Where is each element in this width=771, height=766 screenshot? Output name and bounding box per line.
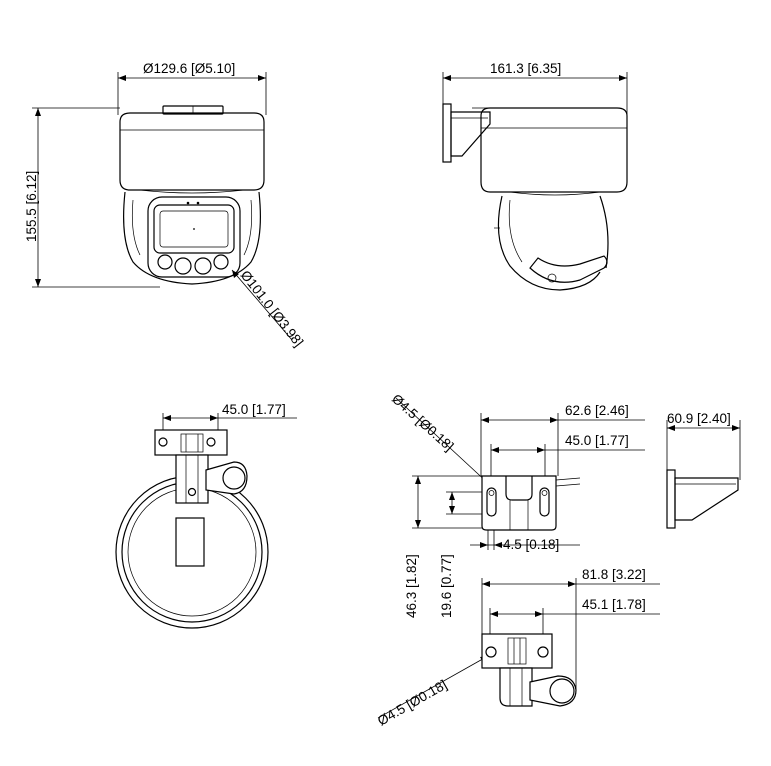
label-bracket-hole-dia: Ø4.5 [Ø0.18] <box>389 391 456 454</box>
side-view: 161.3 [6.35] <box>442 61 628 291</box>
label-bracket-height: 46.3 [1.82] <box>404 554 419 618</box>
bracket-side-view: 60.9 [2.40] <box>666 411 741 529</box>
label-bottom-bracket-width: 45.0 [1.77] <box>222 402 286 417</box>
label-front-height: 155.5 [6.12] <box>24 171 39 242</box>
label-mount-hole-dia: Ø4.5 [Ø0.18] <box>375 677 449 729</box>
label-bracket-hole-spacing: 45.0 [1.77] <box>565 433 629 448</box>
label-bracket-width: 62.6 [2.46] <box>565 403 629 418</box>
label-bracket-depth: 60.9 [2.40] <box>667 411 731 426</box>
front-view: Ø129.6 [Ø5.10] 155.5 [6.12] Ø101.0 [Ø3.9… <box>24 61 306 350</box>
label-mount-hole-spacing: 45.1 [1.78] <box>582 597 646 612</box>
label-bracket-slot-width: 4.5 [0.18] <box>503 537 559 552</box>
bottom-view: 45.0 [1.77] <box>115 402 297 629</box>
label-lens-diameter: Ø101.0 [Ø3.98] <box>238 268 307 350</box>
label-front-width: Ø129.6 [Ø5.10] <box>143 61 235 76</box>
label-bracket-hole-offset: 19.6 [0.77] <box>439 554 454 618</box>
label-mount-width: 81.8 [3.22] <box>582 567 646 582</box>
label-side-depth: 161.3 [6.35] <box>490 61 561 76</box>
